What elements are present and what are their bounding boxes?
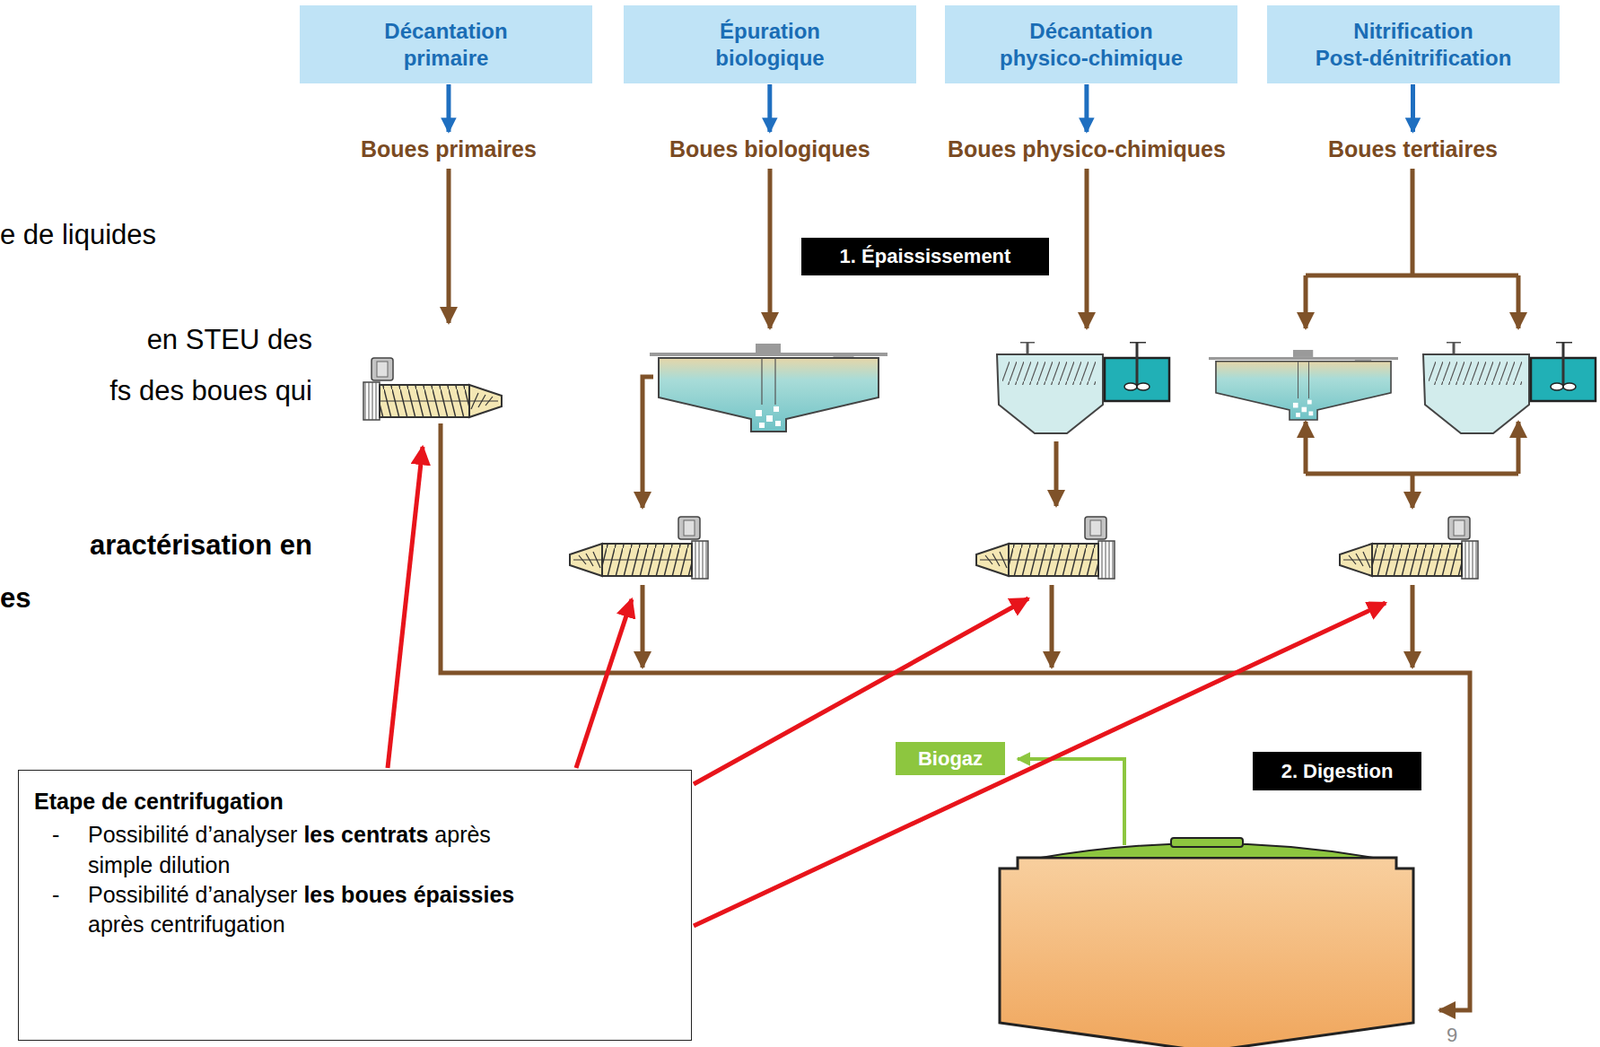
sludge-text: Boues tertiaires xyxy=(1328,136,1498,162)
flow-arrow xyxy=(1410,84,1416,132)
box-text: Décantation primaire xyxy=(308,17,584,71)
stage-box: Décantation physico-chimique xyxy=(944,5,1238,84)
flow-arrow xyxy=(1084,84,1089,132)
box-text: Biogaz xyxy=(918,747,983,771)
bold-text: les centrats xyxy=(303,821,429,848)
callout-box: Etape de centrifugation-Possibilité d’an… xyxy=(17,769,692,1041)
bullet-dash: - xyxy=(52,820,88,850)
box-text: Épuration biologique xyxy=(632,17,908,71)
sludge-label: Boues primaires xyxy=(357,134,541,165)
sludge-text: Boues physico-chimiques xyxy=(947,136,1226,162)
box-text: Décantation physico-chimique xyxy=(953,17,1229,71)
flow-arrow xyxy=(445,84,451,132)
sludge-text: Boues biologiques xyxy=(669,136,871,162)
sludge-label: Boues tertiaires xyxy=(1324,134,1502,165)
slide-text: e de liquides xyxy=(0,218,157,252)
box-text: 1. Épaississement xyxy=(839,244,1012,269)
sludge-label: Boues physico-chimiques xyxy=(944,134,1230,165)
sludge-label: Boues biologiques xyxy=(665,134,875,165)
step-box: 2. Digestion xyxy=(1252,751,1422,791)
sludge-text: Boues primaires xyxy=(360,136,537,162)
box-text: 2. Digestion xyxy=(1281,760,1394,784)
slide-text: fs des boues qui xyxy=(109,374,313,408)
slide-text: es xyxy=(0,581,31,615)
biogas-box: Biogaz xyxy=(895,742,1006,776)
stage-box: Nitrification Post-dénitrification xyxy=(1267,5,1560,84)
bullet-part: après centrifugation xyxy=(87,911,286,937)
slide-text: en STEU des xyxy=(147,323,313,357)
bold-text: les boues épaissies xyxy=(303,882,515,908)
bullet-part: Possibilité d’analyser xyxy=(87,882,298,908)
callout-bullet: -Possibilité d’analyser les centrats apr… xyxy=(52,820,674,881)
callout-heading: Etape de centrifugation xyxy=(34,786,674,817)
bullet-dash: - xyxy=(52,880,88,910)
stage-box: Épuration biologique xyxy=(623,5,917,84)
slide-text: aractérisation en xyxy=(89,528,313,562)
page-number: 9 xyxy=(1446,1023,1458,1047)
step-box: 1. Épaississement xyxy=(801,237,1050,276)
flow-arrow xyxy=(767,84,772,132)
bullet-text: Possibilité d’analyser les boues épaissi… xyxy=(87,880,537,941)
callout-bullet: -Possibilité d’analyser les boues épaiss… xyxy=(52,880,674,941)
bullet-text: Possibilité d’analyser les centrats aprè… xyxy=(87,820,537,881)
box-text: Nitrification Post-dénitrification xyxy=(1276,17,1551,71)
bullet-part: Possibilité d’analyser xyxy=(87,821,298,848)
stage-box: Décantation primaire xyxy=(299,5,593,84)
